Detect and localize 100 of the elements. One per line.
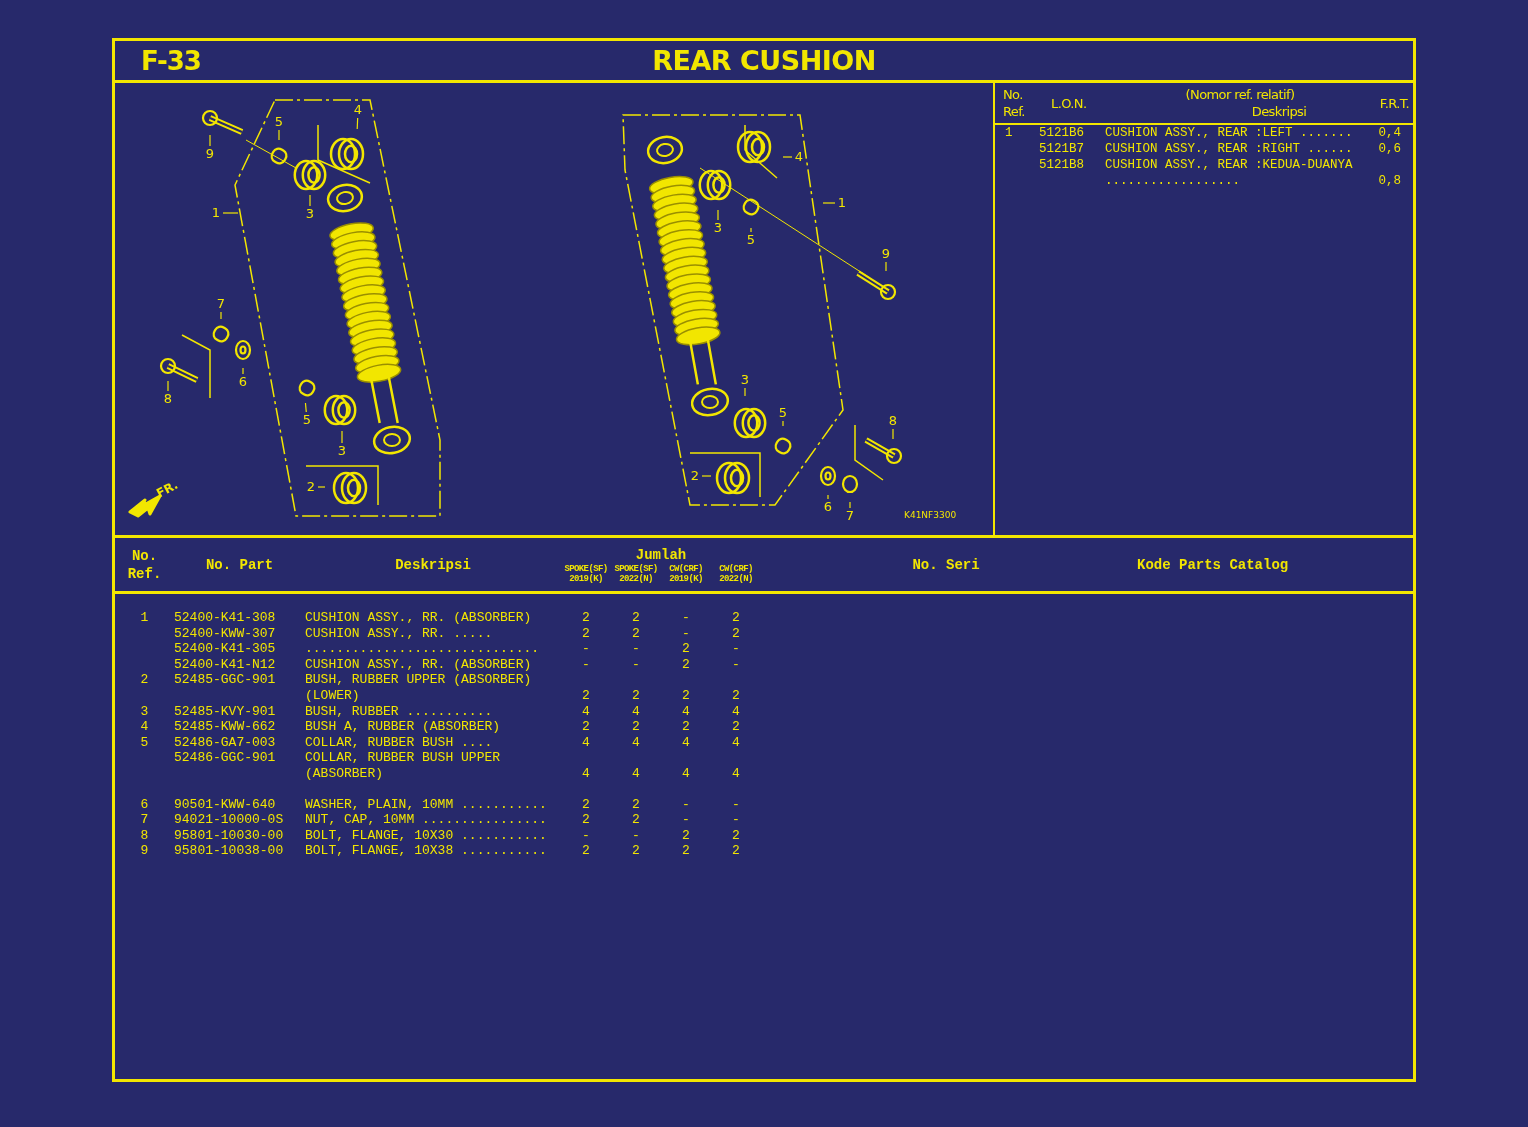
column-header: No. Ref. <box>126 546 163 583</box>
column-header: CW(CRF) 2019(K) <box>668 563 704 584</box>
lon-code: 5121B8 <box>1039 157 1085 173</box>
quantity-value: - <box>581 641 591 657</box>
leader-line <box>209 134 211 147</box>
description-text: CUSHION ASSY., REAR :RIGHT ...... <box>1105 141 1354 157</box>
description-text: COLLAR, RUBBER BUSH UPPER (ABSORBER) <box>305 750 502 782</box>
column-header: SPOKE(SF) 2019(K) <box>563 563 609 584</box>
quantity-value: 2 <box>581 812 591 828</box>
quantity-value: 4 <box>581 765 591 782</box>
callout-number: 4 <box>351 102 365 118</box>
description-text: BOLT, FLANGE, 10X38 ........... <box>305 843 548 859</box>
callout-number: 8 <box>886 413 900 429</box>
ref-number: 6 <box>139 796 150 813</box>
column-header: Kode Parts Catalog <box>1136 555 1290 574</box>
quantity-value: 4 <box>731 734 741 751</box>
description-text: CUSHION ASSY., RR. (ABSORBER) <box>305 610 533 626</box>
quantity-value: 2 <box>581 610 591 626</box>
callout-number: 2 <box>688 468 702 484</box>
column-header: SPOKE(SF) 2022(N) <box>613 563 659 584</box>
callout-number: 3 <box>738 372 752 388</box>
quantity-value: 2 <box>581 843 591 859</box>
callout-number: 3 <box>335 443 349 459</box>
quantity-value: 2 <box>731 843 741 859</box>
description-text: CUSHION ASSY., REAR :LEFT ....... <box>1105 125 1354 141</box>
quantity-value: 4 <box>681 703 691 720</box>
ref-number: 1 <box>139 610 150 626</box>
part-number: 52485-KWW-662 <box>174 719 277 735</box>
quantity-value: 2 <box>631 687 641 704</box>
column-header: No. Part <box>204 555 275 574</box>
quantity-value: 2 <box>581 719 591 735</box>
quantity-value: 2 <box>631 812 641 828</box>
callout-number: 5 <box>300 412 314 428</box>
quantity-value: 4 <box>681 765 691 782</box>
part-number: 52486-GA7-003 <box>174 734 277 751</box>
description-text: .............................. <box>305 641 541 657</box>
frt-value: 0,8 <box>1377 173 1402 189</box>
callout-number: 9 <box>879 246 893 262</box>
column-header: Deskripsi <box>394 555 472 574</box>
leader-line <box>222 212 239 214</box>
ref-number: 5 <box>139 734 150 751</box>
callout-number: 3 <box>303 206 317 222</box>
callout-number: 8 <box>161 391 175 407</box>
column-header: F.R.T. <box>1378 94 1410 112</box>
frt-value: 0,4 <box>1377 125 1402 141</box>
quantity-value: 4 <box>631 734 641 751</box>
leader-line <box>822 202 836 204</box>
part-number: 95801-10038-00 <box>174 843 285 859</box>
quantity-value: 4 <box>581 734 591 751</box>
leader-line <box>242 367 244 375</box>
column-header: Jumlah <box>635 545 687 564</box>
ref-number: 4 <box>139 719 150 735</box>
quantity-value: 2 <box>731 719 741 735</box>
leader-line <box>849 501 851 509</box>
part-number: 52486-GGC-901 <box>174 750 277 766</box>
quantity-value: - <box>731 656 741 673</box>
quantity-value: 2 <box>681 656 691 673</box>
ref-number: 1 <box>1004 125 1014 141</box>
leader-line <box>309 194 311 207</box>
column-header: L.O.N. <box>1050 94 1088 112</box>
description-text: BUSH, RUBBER UPPER (ABSORBER) (LOWER) <box>305 672 533 704</box>
quantity-value: 4 <box>681 734 691 751</box>
quantity-value: 2 <box>731 687 741 704</box>
quantity-value: 4 <box>731 765 741 782</box>
part-number: 52400-K41-308 <box>174 610 277 626</box>
callout-number: 5 <box>776 405 790 421</box>
leader-line <box>278 129 280 141</box>
callout-number: 6 <box>821 499 835 515</box>
quantity-value: - <box>731 796 741 813</box>
leader-line <box>717 209 719 221</box>
quantity-value: 4 <box>631 765 641 782</box>
description-text: CUSHION ASSY., RR. ..... <box>305 625 494 642</box>
quantity-value: 2 <box>631 719 641 735</box>
description-text: WASHER, PLAIN, 10MM ........... <box>305 796 548 813</box>
quantity-value: 4 <box>581 703 591 720</box>
quantity-value: 2 <box>681 843 691 859</box>
part-number: 52400-KWW-307 <box>174 625 277 642</box>
quantity-value: 2 <box>681 641 691 657</box>
column-header: No. Seri <box>911 555 981 574</box>
ref-number: 9 <box>139 843 150 859</box>
column-header: Deskripsi <box>1250 103 1307 120</box>
part-number: 94021-10000-0S <box>174 812 285 828</box>
direction-label: FR. <box>154 477 181 501</box>
leader-line <box>356 117 359 130</box>
callout-number: 6 <box>236 374 250 390</box>
description-text: COLLAR, RUBBER BUSH .... <box>305 734 494 751</box>
leader-line <box>892 428 894 440</box>
quantity-value: 2 <box>631 796 641 813</box>
leader-line <box>701 475 712 477</box>
quantity-value: 2 <box>681 687 691 704</box>
ref-number: 7 <box>139 812 150 828</box>
callout-number: 5 <box>272 114 286 130</box>
ref-number: 2 <box>139 672 150 688</box>
part-number: 90501-KWW-640 <box>174 796 277 813</box>
description-text: CUSHION ASSY., RR. (ABSORBER) <box>305 656 533 673</box>
quantity-value: - <box>731 641 741 657</box>
ref-number: 3 <box>139 703 150 720</box>
callout-number: 5 <box>744 232 758 248</box>
leader-line <box>341 430 343 444</box>
quantity-value: 2 <box>731 827 741 844</box>
